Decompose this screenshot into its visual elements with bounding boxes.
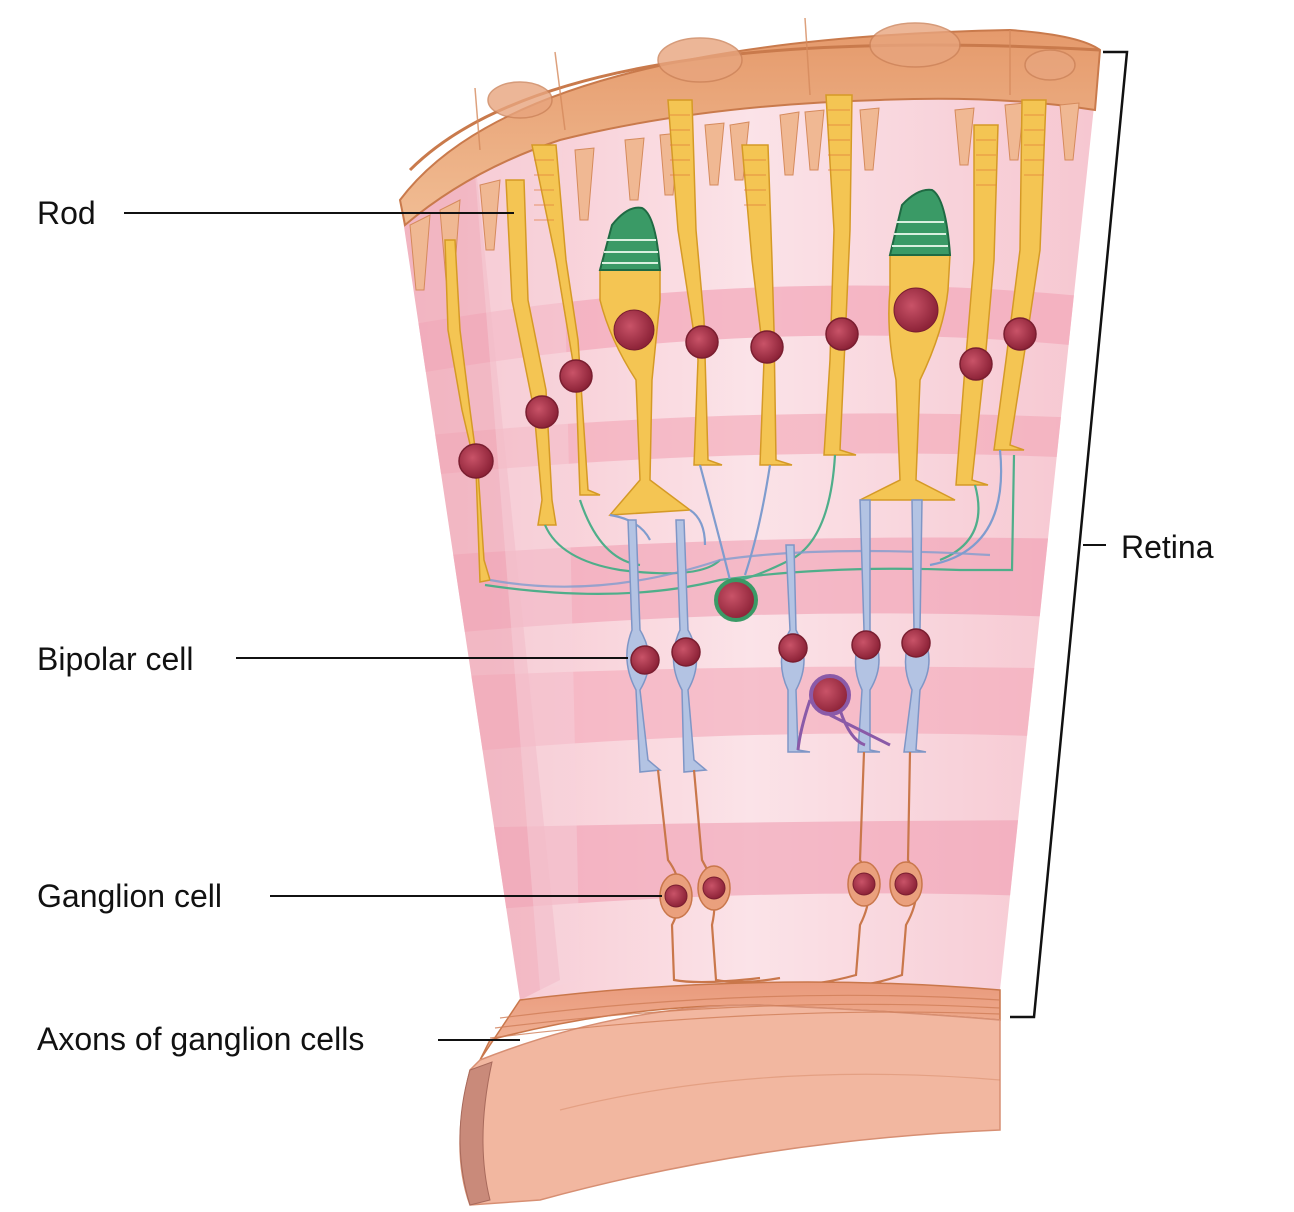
label-retina: Retina: [1121, 529, 1214, 565]
retina-bracket: [1010, 50, 1129, 1019]
label-rod: Rod: [37, 195, 96, 231]
nerve-fiber-layer: [459, 981, 1001, 1206]
label-bipolar-cell: Bipolar cell: [37, 641, 194, 677]
label-ganglion-cell: Ganglion cell: [37, 878, 222, 914]
bipolar-cells: [626, 499, 931, 773]
photoreceptor-cones: [598, 188, 956, 516]
photoreceptor-rods: [444, 94, 1047, 583]
label-leader-lines: [124, 212, 1106, 1041]
label-axons-of-ganglion-cells: Axons of ganglion cells: [37, 1021, 365, 1057]
amacrine-cell: [796, 674, 891, 751]
horizontal-cell: [714, 578, 758, 622]
